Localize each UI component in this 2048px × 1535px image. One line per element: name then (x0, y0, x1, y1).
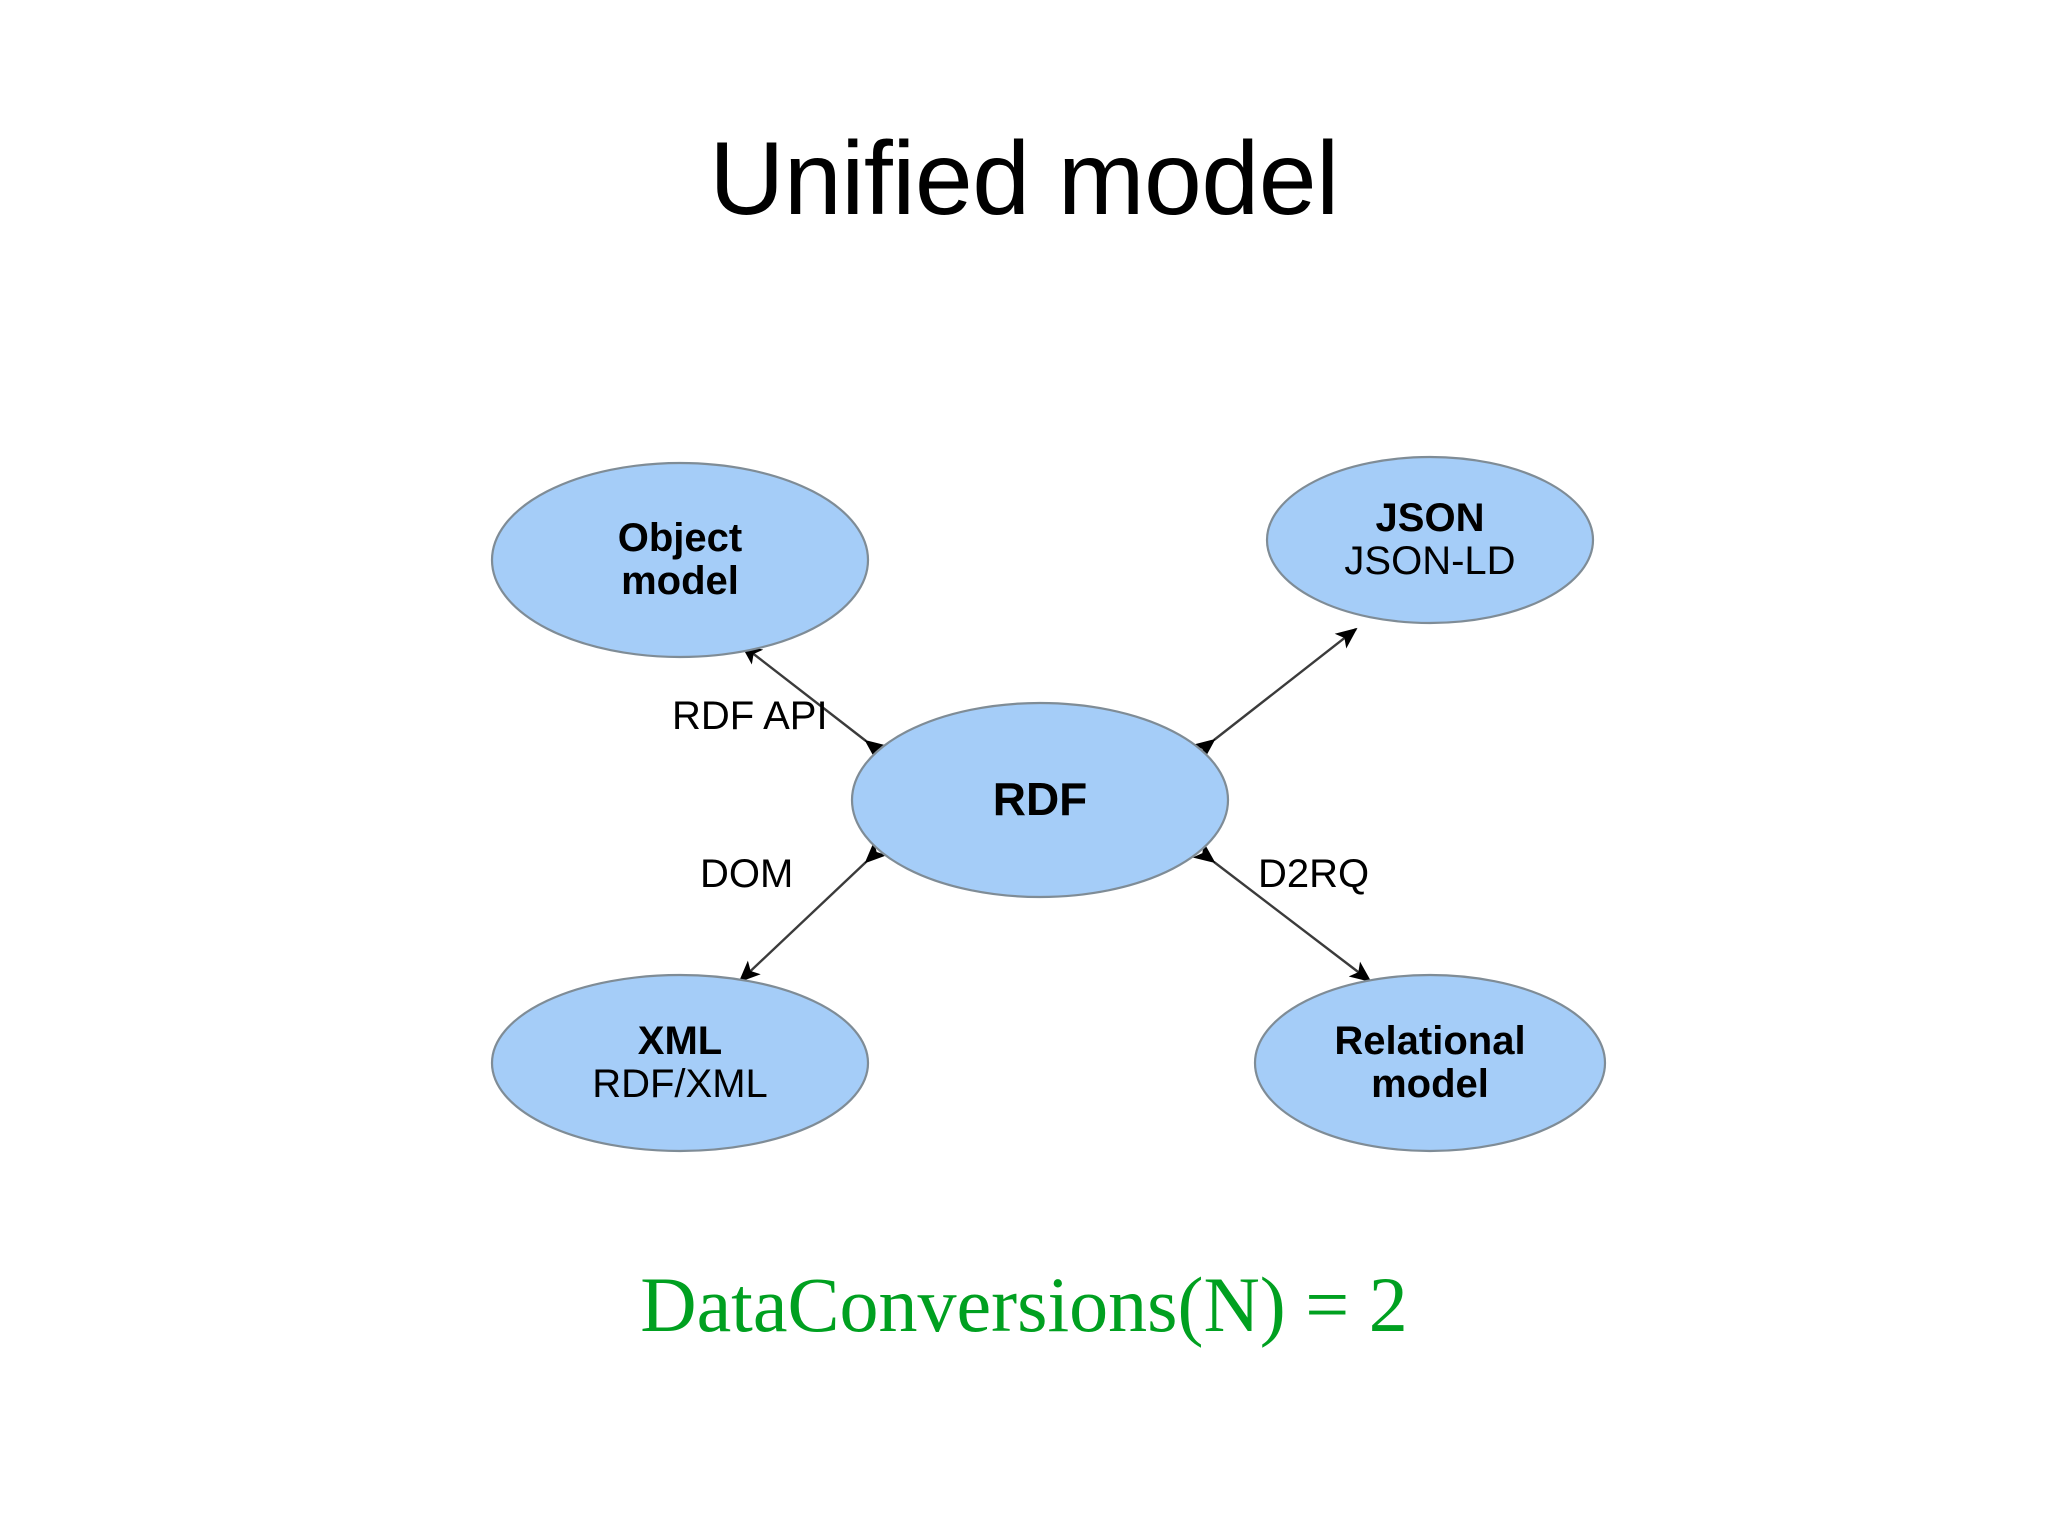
node-object-model[interactable] (490, 461, 870, 659)
node-json[interactable] (1265, 455, 1595, 625)
edge-xml-rdf (738, 841, 887, 983)
edge-layer (738, 627, 1372, 983)
node-relational-model[interactable] (1253, 973, 1607, 1153)
edge-json-rdf (1192, 627, 1358, 760)
edge-relational-rdf (1192, 842, 1372, 983)
edge-label-dom: DOM (700, 852, 794, 896)
edge-object-rdf (740, 643, 888, 761)
edge-label-d2rq: D2RQ (1258, 852, 1370, 896)
formula-data-conversions: DataConversions(N) = 2 (640, 1261, 1408, 1348)
node-rdf[interactable] (850, 701, 1230, 899)
node-xml[interactable] (490, 973, 870, 1153)
node-layer (490, 455, 1607, 1153)
edge-label-rdf-api: RDF API (672, 694, 828, 738)
page-title: Unified model (709, 121, 1339, 237)
